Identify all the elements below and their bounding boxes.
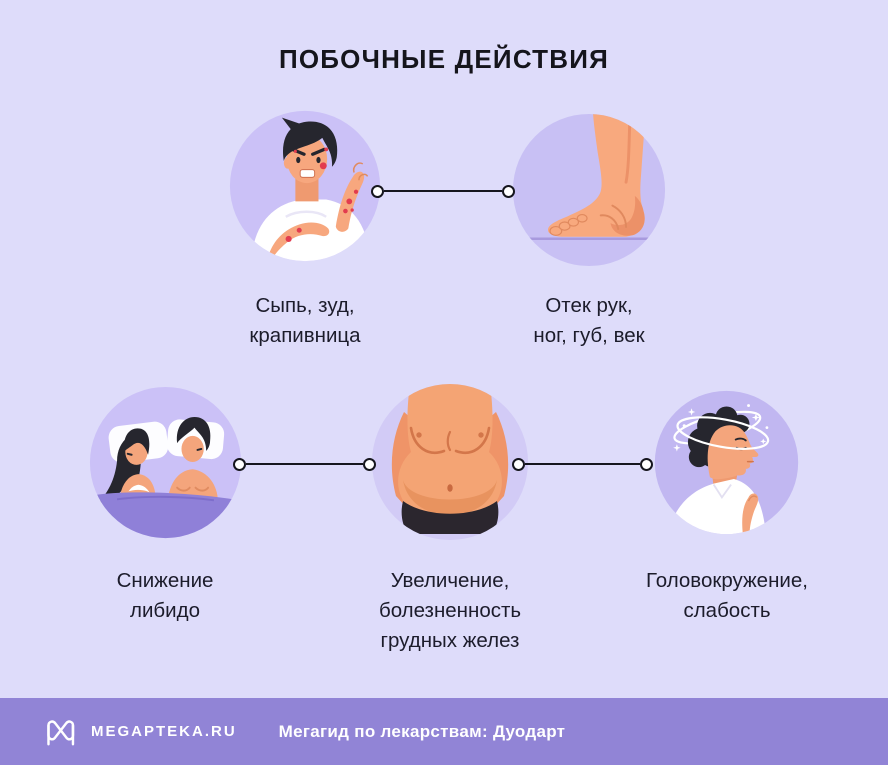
label-line: ног, губ, век xyxy=(533,324,645,347)
label-line: Головокружение, xyxy=(646,569,808,592)
connector-ring-icon xyxy=(363,457,376,471)
connector-ring-icon xyxy=(233,457,246,471)
dizzy-man-icon xyxy=(654,390,799,535)
connector-line xyxy=(384,189,502,193)
label-line: крапивница xyxy=(249,324,361,347)
label-line: слабость xyxy=(683,599,771,622)
label-line: либидо xyxy=(130,599,200,622)
megapteka-m-logo-icon xyxy=(47,719,75,745)
connector-line xyxy=(246,462,363,466)
connector-row2-left xyxy=(233,457,376,471)
label-line: Снижение xyxy=(116,569,214,592)
label-swelling: Отек рук, ног, губ, век xyxy=(439,291,739,351)
couple-in-bed-icon xyxy=(89,386,242,539)
footer-brand: MEGAPTEKA.RU xyxy=(91,723,237,740)
label-line: Увеличение, xyxy=(390,569,510,592)
connector-row1 xyxy=(371,184,515,198)
label-rash: Сыпь, зуд, крапивница xyxy=(155,291,455,351)
label-libido: Снижение либидо xyxy=(15,566,315,626)
connector-row2-right xyxy=(512,457,653,471)
label-line: Сыпь, зуд, xyxy=(255,294,355,317)
footer-caption: Мегагид по лекарствам: Дуодарт xyxy=(278,721,566,741)
connector-ring-icon xyxy=(512,457,525,471)
swollen-foot-icon xyxy=(512,113,666,267)
connector-ring-icon xyxy=(502,184,515,198)
enlarged-breast-torso-icon xyxy=(372,384,528,540)
connector-ring-icon xyxy=(371,184,384,198)
label-dizziness: Головокружение, слабость xyxy=(577,566,877,626)
label-breast: Увеличение, болезненность грудных желез xyxy=(300,566,600,656)
connector-ring-icon xyxy=(640,457,653,471)
label-line: Отек рук, xyxy=(545,294,633,317)
connector-line xyxy=(525,462,640,466)
footer-bar: MEGAPTEKA.RU Мегагид по лекарствам: Дуод… xyxy=(0,698,888,765)
rash-itch-hives-icon xyxy=(229,110,381,262)
label-line: болезненность xyxy=(378,599,522,622)
label-line: грудных желез xyxy=(380,629,520,652)
page-title: ПОБОЧНЫЕ ДЕЙСТВИЯ xyxy=(278,44,609,74)
